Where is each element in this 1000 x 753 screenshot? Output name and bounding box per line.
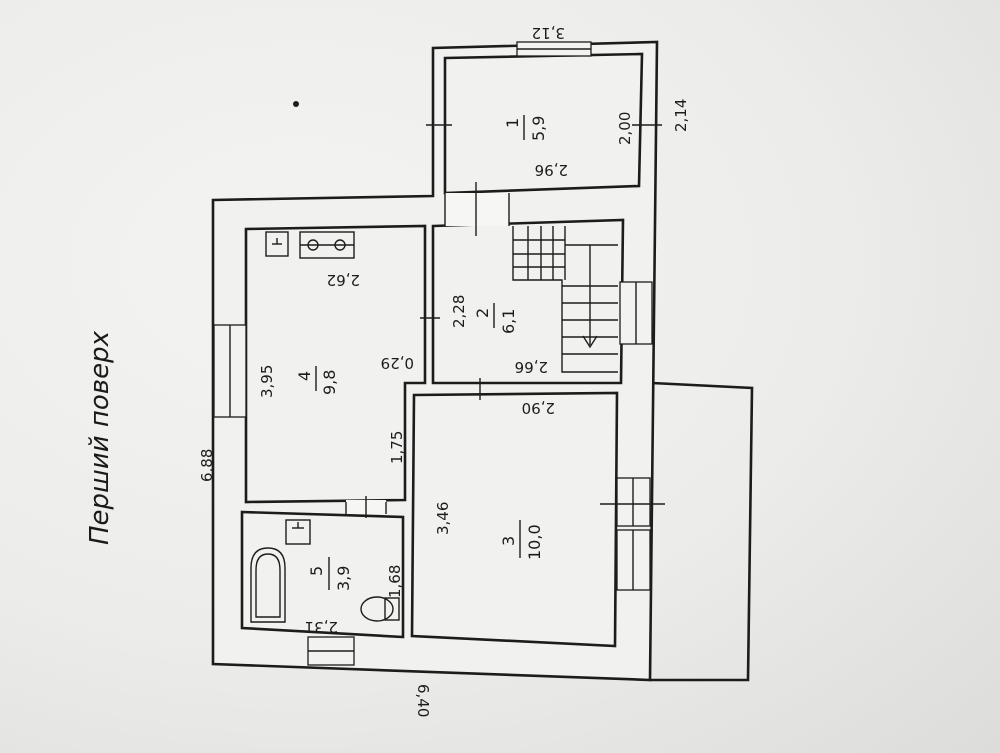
door-room4-room5 <box>345 496 387 518</box>
room-4-number: 4 <box>295 371 314 381</box>
dim-overall-left: 6,88 <box>198 449 216 482</box>
dim-overall-bottom: 6,40 <box>414 684 432 717</box>
dim-room1-depth: 2,00 <box>616 112 634 145</box>
dim-room4-depth: 3,95 <box>258 365 276 398</box>
dim-room5-depth: 1,68 <box>386 565 404 598</box>
sink-symbol <box>265 231 289 257</box>
dim-room3-depth: 3,46 <box>434 502 452 535</box>
room-5-area: 3,9 <box>334 566 353 591</box>
room-1: 1 5,9 2,00 2,96 <box>443 52 644 195</box>
room-3-number: 3 <box>499 536 518 546</box>
door-room1-room2 <box>444 182 510 236</box>
toilet-symbol <box>360 596 400 622</box>
exterior-walls <box>211 40 659 682</box>
dim-corridor-depth: 1,75 <box>388 431 406 464</box>
plan-title: Перший поверх <box>85 330 115 545</box>
room-1-number: 1 <box>503 118 522 128</box>
room-1-area: 5,9 <box>529 116 548 141</box>
washbasin-symbol <box>285 519 311 545</box>
room-5: 5 3,9 1,68 2,31 <box>240 510 405 639</box>
room-4-area: 9,8 <box>320 370 339 395</box>
room-2: 2,28 2 6,1 2,66 <box>431 218 625 385</box>
annex-outline <box>650 381 754 682</box>
dim-room1-width: 2,96 <box>535 161 568 179</box>
room-2-area: 6,1 <box>499 309 518 334</box>
windows <box>213 41 665 666</box>
staircase <box>512 226 618 373</box>
bathtub-symbol <box>250 547 286 623</box>
room-3-area: 10,0 <box>525 524 544 560</box>
dim-room5-width: 2,31 <box>305 618 338 636</box>
room-5-number: 5 <box>307 566 326 576</box>
dim-room4-width: 2,62 <box>327 271 360 289</box>
ink-dot <box>293 101 299 107</box>
dim-annex-top: 3,12 <box>532 24 565 42</box>
room-2-number: 2 <box>473 308 492 318</box>
dim-room2-width: 2,66 <box>515 358 548 376</box>
dim-room4-notch: 0,29 <box>381 354 414 372</box>
dim-annex-side: 2,14 <box>672 99 690 132</box>
dim-room3-width: 2,90 <box>522 399 555 417</box>
room-4: 2,62 3,95 4 9,8 0,29 1,75 <box>244 224 427 504</box>
room-3: 2,90 3,46 3 10,0 <box>410 391 619 648</box>
dim-room2-depth: 2,28 <box>450 295 468 328</box>
